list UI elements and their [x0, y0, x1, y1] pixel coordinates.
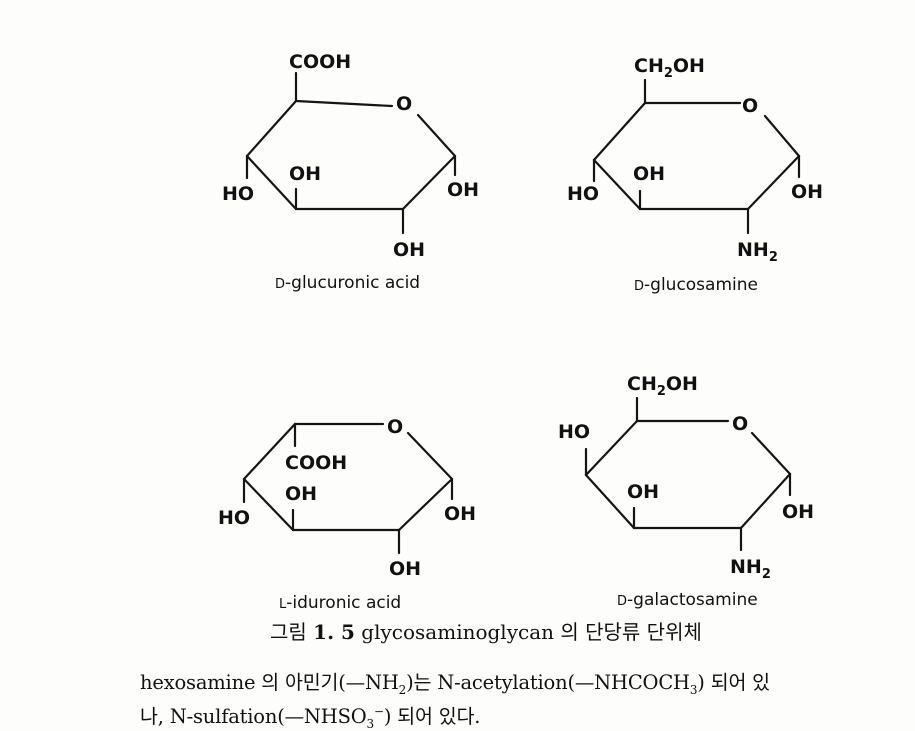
ho-label: HO	[218, 507, 250, 529]
body-text-line: 나, N-sulfation(—NHSO3−) 되어 있다.	[140, 704, 481, 731]
ring-oxygen-label: O	[396, 93, 412, 115]
figure-caption: 그림 1. 5 glycosaminoglycan 의 단당류 단위체	[270, 616, 702, 645]
compound-name: D-galactosamine	[617, 590, 758, 610]
oh-label: OH	[447, 179, 479, 201]
cooh-label: COOH	[289, 51, 351, 73]
d-galactosamine-structure: CH2OH O HO OH OH NH2 D-galactosamine	[558, 373, 814, 610]
oh-label: OH	[285, 483, 317, 505]
ch2oh-label: CH2OH	[634, 55, 705, 81]
compound-name: D-glucuronic acid	[275, 273, 420, 293]
oh-label: OH	[782, 501, 814, 523]
caption-number: 1. 5	[313, 620, 355, 644]
l-iduronic-acid-structure: O COOH OH HO OH OH L-iduronic acid	[218, 416, 476, 613]
compound-name: L-iduronic acid	[279, 593, 401, 613]
ring-oxygen-label: O	[742, 95, 758, 117]
oh-label: OH	[444, 503, 476, 525]
oh-label: OH	[389, 558, 421, 580]
ring-oxygen-label: O	[387, 416, 403, 438]
body-text-line: hexosamine 의 아민기(—NH2)는 N-acetylation(—N…	[140, 671, 770, 697]
d-glucuronic-acid-structure: COOH O HO OH OH OH D-glucuronic acid	[222, 51, 479, 293]
oh-label: OH	[633, 163, 665, 185]
ho-label: HO	[222, 183, 254, 205]
oh-label: OH	[289, 163, 321, 185]
caption-label: 그림	[270, 620, 307, 644]
nh2-label: NH2	[737, 239, 778, 265]
oh-label: OH	[791, 181, 823, 203]
caption-text: glycosaminoglycan 의 단당류 단위체	[361, 620, 702, 644]
ho-label: HO	[558, 421, 590, 443]
ring-oxygen-label: O	[732, 413, 748, 435]
nh2-label: NH2	[730, 556, 771, 582]
ch2oh-label: CH2OH	[627, 373, 698, 399]
oh-label: OH	[393, 239, 425, 261]
ho-label: HO	[567, 183, 599, 205]
compound-name: D-glucosamine	[634, 275, 758, 295]
cooh-label: COOH	[285, 452, 347, 474]
d-glucosamine-structure: CH2OH O HO OH OH NH2 D-glucosamine	[567, 55, 823, 295]
oh-label: OH	[627, 481, 659, 503]
